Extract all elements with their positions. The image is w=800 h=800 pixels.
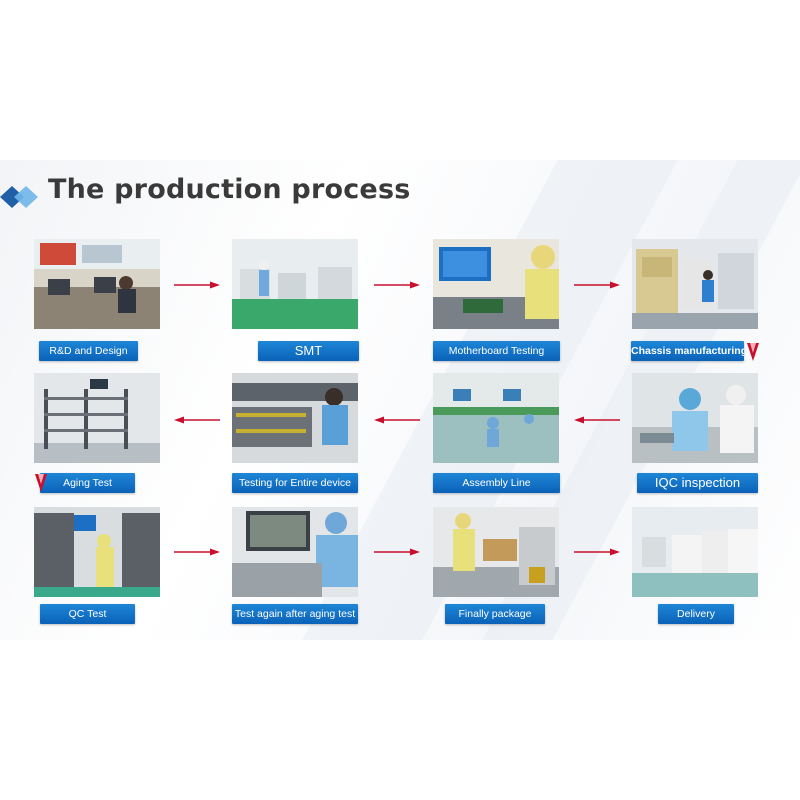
arrow-right-icon (374, 281, 420, 289)
assembly-line-photo (433, 373, 559, 463)
arrow-right-icon (374, 548, 420, 556)
step-label: Assembly Line (433, 473, 560, 493)
office-workstations-photo (34, 239, 160, 329)
step-label: Aging Test (40, 473, 135, 493)
step-label: QC Test (40, 604, 135, 624)
arrow-down-icon (35, 474, 47, 492)
step-label: Chassis manufacturing (631, 341, 744, 361)
arrow-right-icon (574, 281, 620, 289)
smt-line-photo (232, 239, 358, 329)
arrow-right-icon (174, 281, 220, 289)
arrow-down-icon (747, 343, 759, 361)
aging-racks-photo (34, 373, 160, 463)
packaging-photo (433, 507, 559, 597)
step-label: Test again after aging test (232, 604, 358, 624)
step-label: R&D and Design (39, 341, 138, 361)
qc-test-photo (34, 507, 160, 597)
step-label: Finally package (445, 604, 545, 624)
arrow-left-icon (374, 416, 420, 424)
iqc-inspection-photo (632, 373, 758, 463)
page-title: The production process (48, 174, 411, 205)
chassis-machine-photo (632, 239, 758, 329)
step-label: SMT (258, 341, 359, 361)
step-label: Motherboard Testing (433, 341, 560, 361)
arrow-left-icon (574, 416, 620, 424)
diamond-logo-icon (0, 186, 38, 208)
device-testing-photo (232, 373, 358, 463)
arrow-right-icon (174, 548, 220, 556)
step-label: Delivery (658, 604, 734, 624)
step-label: IQC inspection (637, 473, 758, 493)
motherboard-testing-photo (433, 239, 559, 329)
step-label: Testing for Entire device (232, 473, 358, 493)
arrow-right-icon (574, 548, 620, 556)
warehouse-boxes-photo (632, 507, 758, 597)
arrow-left-icon (174, 416, 220, 424)
retest-photo (232, 507, 358, 597)
